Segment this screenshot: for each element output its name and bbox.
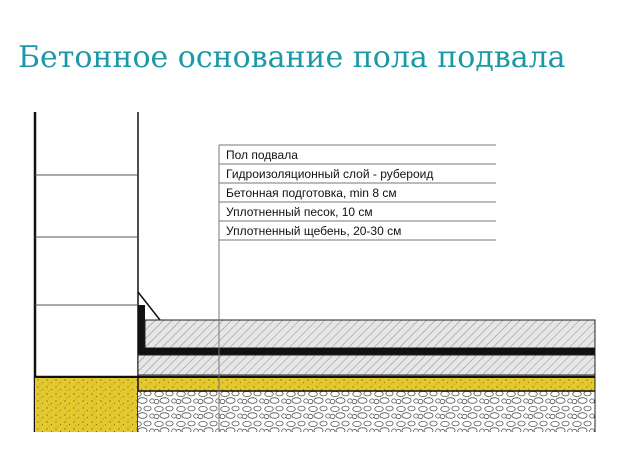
layer-concrete-prep [137,354,596,376]
label-waterproofing: Гидроизоляционный слой - рубероид [226,167,433,181]
layer-compacted-sand [35,378,595,391]
layer-waterproofing-roofing [138,348,595,355]
layer-basement-floor [144,319,596,349]
label-compacted-sand: Уплотненный песок, 10 см [226,205,373,219]
label-compacted-gravel: Уплотненный щебень, 20-30 см [226,224,401,238]
label-basement-floor: Пол подвала [226,148,298,162]
label-concrete-prep: Бетонная подготовка, min 8 см [226,186,397,200]
layer-compacted-gravel [138,391,595,432]
sand-under-wall [35,378,138,432]
waterproofing-fillet [137,291,161,355]
foundation-wall [33,112,139,432]
page-title: Бетонное основание пола подвала [18,40,566,75]
leader-callout: Пол подвала Гидроизоляционный слой - руб… [218,144,496,432]
